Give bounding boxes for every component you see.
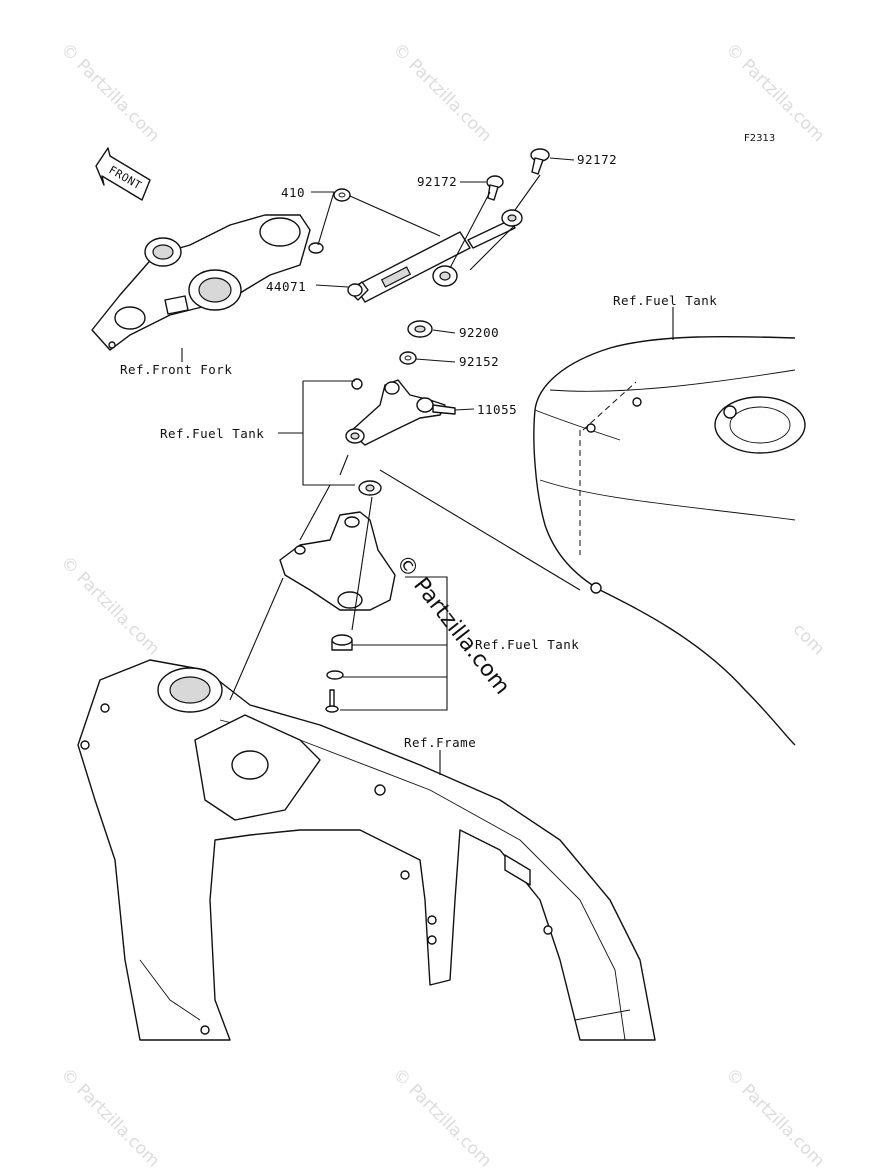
part-label-92152[interactable]: 92152 <box>459 354 499 369</box>
watermark-2: © Partzilla.com <box>388 39 495 146</box>
part-label-92172-right[interactable]: 92172 <box>577 152 617 167</box>
ref-fuel-tank-left-label[interactable]: Ref.Fuel Tank <box>160 426 264 441</box>
front-arrow-icon: FRONT <box>95 147 151 201</box>
part-label-410[interactable]: 410 <box>281 185 305 200</box>
watermark-3: © Partzilla.com <box>721 39 828 146</box>
part-label-92172-left[interactable]: 92172 <box>417 174 457 189</box>
frame-illustration <box>77 659 656 1041</box>
bolt-92172-left <box>486 175 504 201</box>
bracket-11055 <box>345 378 456 446</box>
leader-lines <box>181 157 674 775</box>
steering-damper-44071 <box>347 209 523 303</box>
diagram-code: F2313 <box>744 133 775 144</box>
part-label-44071[interactable]: 44071 <box>266 279 306 294</box>
watermark-7: © Partzilla.com <box>388 1064 495 1170</box>
washer-92152 <box>399 351 417 365</box>
watermark-6: © Partzilla.com <box>56 1064 163 1170</box>
washer-92200 <box>407 320 433 338</box>
ref-frame-label[interactable]: Ref.Frame <box>404 735 476 750</box>
washer-410 <box>308 188 351 254</box>
watermark-4: © Partzilla.com <box>56 552 163 659</box>
fuel-tank-illustration <box>533 335 806 746</box>
watermark-8: © Partzilla.com <box>721 1064 828 1170</box>
part-labels: 410 92172 92172 44071 92200 92152 11055 <box>266 152 617 417</box>
front-fork-bracket-illustration <box>91 214 311 351</box>
ref-fuel-tank-top-label[interactable]: Ref.Fuel Tank <box>613 293 717 308</box>
watermark-1: © Partzilla.com <box>56 39 163 146</box>
part-label-11055[interactable]: 11055 <box>477 402 517 417</box>
bolt-92172-right <box>530 148 550 175</box>
lower-mount-bracket <box>279 480 396 611</box>
grommet-stack <box>325 634 353 713</box>
ref-front-fork-label[interactable]: Ref.Front Fork <box>120 362 232 377</box>
reference-labels: Ref.Front Fork Ref.Fuel Tank Ref.Fuel Ta… <box>120 293 717 750</box>
part-label-92200[interactable]: 92200 <box>459 325 499 340</box>
ref-fuel-tank-mid-label[interactable]: Ref.Fuel Tank <box>475 637 579 652</box>
